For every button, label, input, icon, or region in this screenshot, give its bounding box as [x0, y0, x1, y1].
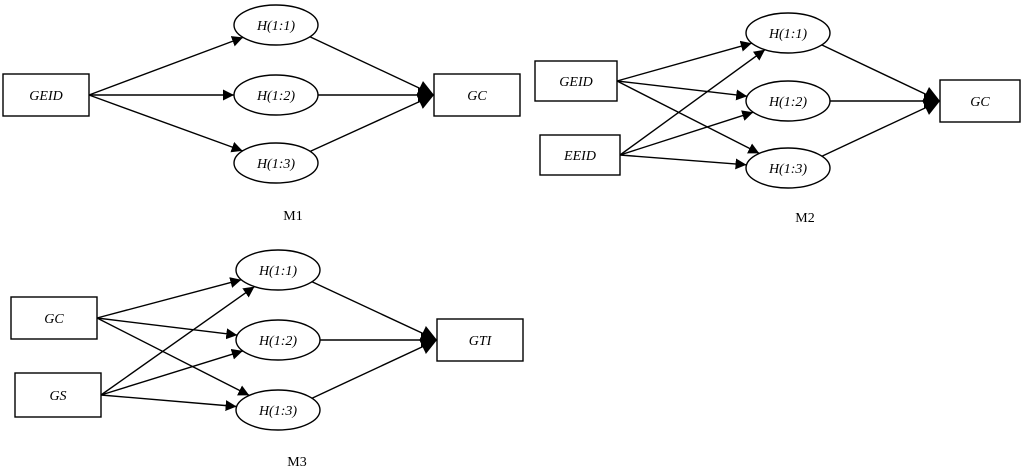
- box-shape: [539, 134, 621, 176]
- node-label: H(1:1): [768, 27, 807, 42]
- edge-h11-to-gc: [821, 44, 941, 102]
- node-label: H(1:3): [768, 162, 807, 177]
- edge-gc-to-h11: [96, 277, 242, 319]
- edge-gc-to-h13: [96, 317, 250, 397]
- edge-eeid-to-h11: [619, 49, 766, 156]
- ellipse-shape: [235, 319, 321, 361]
- edge-geid-to-h13: [616, 80, 760, 155]
- box-shape: [433, 73, 521, 117]
- edge-geid-to-h13: [88, 94, 243, 153]
- edge-eeid-to-h13: [619, 154, 747, 170]
- edge-gs-to-h12: [100, 348, 244, 396]
- edge-h13-to-gc: [821, 100, 941, 157]
- box-shape: [2, 73, 90, 117]
- edge-gc-to-h12: [96, 317, 238, 340]
- node-label: GTI: [469, 334, 493, 349]
- node-h-1-1: H(1:1): [745, 12, 831, 54]
- edge-geid-to-h12: [616, 80, 748, 101]
- box-shape: [436, 318, 524, 362]
- edges: [96, 277, 438, 412]
- node-gc: GC: [10, 296, 98, 340]
- edge-eeid-to-h12: [619, 110, 754, 156]
- edge-h11-to-gti: [311, 281, 438, 341]
- node-label: H(1:1): [256, 19, 295, 34]
- ellipse-shape: [745, 80, 831, 122]
- node-label: H(1:3): [258, 404, 297, 419]
- node-eeid: EEID: [539, 134, 621, 176]
- ellipse-shape: [233, 74, 319, 116]
- diagram-caption: M3: [287, 455, 306, 469]
- node-h-1-3: H(1:3): [745, 147, 831, 189]
- node-label: EEID: [563, 149, 596, 164]
- edges: [88, 36, 435, 153]
- box-shape: [939, 79, 1021, 123]
- edge-h11-to-gc: [309, 36, 435, 96]
- edge-gs-to-h11: [100, 286, 255, 396]
- diagram-m1: GEID H(1:1) H(1:2) H(1:3) GC M1: [2, 4, 521, 224]
- node-label: H(1:2): [258, 334, 297, 349]
- ellipse-shape: [233, 4, 319, 46]
- diagram-caption: M2: [795, 211, 814, 226]
- node-h-1-1: H(1:1): [233, 4, 319, 46]
- node-label: GC: [44, 312, 64, 327]
- edges: [616, 40, 941, 170]
- node-h-1-2: H(1:2): [235, 319, 321, 361]
- node-gti: GTI: [436, 318, 524, 362]
- edge-h13-to-gc: [309, 94, 435, 153]
- edge-h13-to-gti: [311, 339, 438, 399]
- edge-geid-to-h11: [616, 40, 752, 82]
- node-label: GEID: [29, 89, 62, 104]
- box-shape: [534, 60, 618, 102]
- box-shape: [10, 296, 98, 340]
- edge-gs-to-h13: [100, 394, 237, 412]
- node-geid: GEID: [534, 60, 618, 102]
- edge-geid-to-h11: [88, 36, 244, 96]
- node-gc: GC: [433, 73, 521, 117]
- node-label: GC: [467, 89, 487, 104]
- node-label: H(1:2): [768, 95, 807, 110]
- ellipse-shape: [235, 389, 321, 431]
- ellipse-shape: [745, 147, 831, 189]
- box-shape: [14, 372, 102, 418]
- node-h-1-2: H(1:2): [233, 74, 319, 116]
- node-label: GC: [970, 95, 990, 110]
- node-label: GS: [49, 389, 66, 404]
- ellipse-shape: [233, 142, 319, 184]
- node-label: H(1:3): [256, 157, 295, 172]
- node-gc: GC: [939, 79, 1021, 123]
- ellipse-shape: [745, 12, 831, 54]
- node-label: H(1:2): [256, 89, 295, 104]
- node-label: H(1:1): [258, 264, 297, 279]
- diagram-m2: GEID EEID H(1:1) H(1:2) H(1:3) GC M2: [534, 12, 1021, 226]
- node-h-1-3: H(1:3): [235, 389, 321, 431]
- node-h-1-3: H(1:3): [233, 142, 319, 184]
- ellipse-shape: [235, 249, 321, 291]
- node-gs: GS: [14, 372, 102, 418]
- node-h-1-2: H(1:2): [745, 80, 831, 122]
- node-geid: GEID: [2, 73, 90, 117]
- diagram-caption: M1: [283, 209, 302, 224]
- node-h-1-1: H(1:1): [235, 249, 321, 291]
- diagram-m3: GC GS H(1:1) H(1:2) H(1:3) GTI M3: [10, 249, 524, 470]
- node-label: GEID: [559, 75, 592, 90]
